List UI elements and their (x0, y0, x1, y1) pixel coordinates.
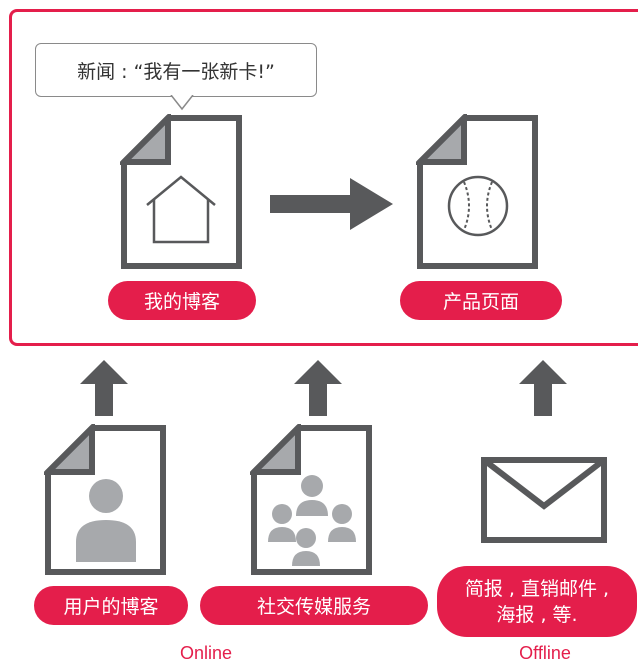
social-document-icon (250, 424, 372, 575)
blog-document-icon (120, 114, 242, 269)
online-caption: Online (179, 643, 233, 663)
envelope-icon (481, 457, 607, 543)
product-page-label-text: 产品页面 (442, 291, 519, 313)
social-media-label: 社交传媒服务 (200, 586, 428, 625)
arrow-up-icon (519, 360, 567, 416)
product-page-label: 产品页面 (400, 281, 562, 320)
user-blog-label-text: 用户的博客 (63, 596, 159, 618)
my-blog-label-text: 我的博客 (143, 291, 220, 313)
user-blog-label: 用户的博客 (34, 586, 188, 625)
online-presence-frame (9, 9, 638, 346)
speech-bubble-tail (170, 95, 194, 111)
arrow-up-icon (80, 360, 128, 416)
arrow-up-icon (294, 360, 342, 416)
arrow-right-icon (270, 178, 393, 230)
person-icon (76, 479, 136, 562)
my-blog-label: 我的博客 (108, 281, 256, 320)
print-media-label-line1: 简报 , 直销邮件 , (464, 577, 610, 600)
user-blog-document-icon (44, 424, 166, 575)
print-media-label-line2: 海报 , 等. (496, 603, 578, 626)
print-media-label: 简报 , 直销邮件 , 海报 , 等. (437, 566, 637, 637)
offline-caption: Offline (519, 643, 571, 663)
social-media-label-text: 社交传媒服务 (256, 596, 371, 618)
product-document-icon (416, 114, 538, 269)
people-group-icon (268, 475, 356, 566)
baseball-icon (447, 175, 509, 237)
house-icon (146, 175, 216, 244)
news-speech-text: 新闻 : “我有一张新卡!” (77, 60, 275, 83)
news-speech-bubble: 新闻 : “我有一张新卡!” (35, 43, 317, 97)
